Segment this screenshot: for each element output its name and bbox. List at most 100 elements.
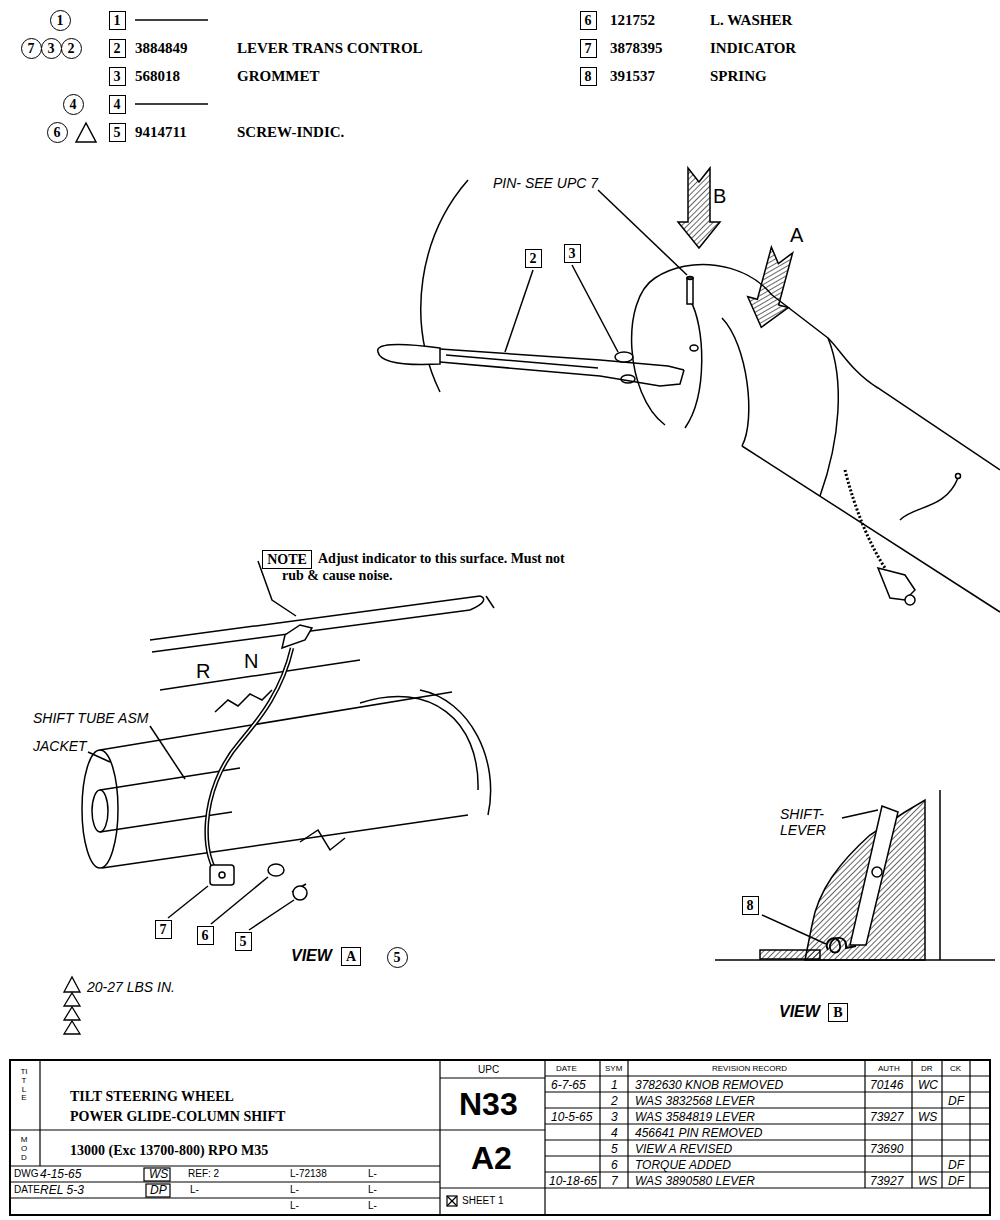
- title-block-text: DWG: [14, 1168, 38, 1180]
- column-heading: REVISION RECORD: [712, 1064, 787, 1074]
- title-block-entry: WAS 3832568 LEVER: [635, 1094, 755, 1108]
- letter-mark: N: [244, 650, 258, 672]
- title-block-frame: [864, 1060, 865, 1188]
- part-list-text: 3878395: [610, 39, 663, 57]
- view-a-drawing: [207, 648, 292, 878]
- title-block-text: L-: [190, 1184, 199, 1196]
- title-block-frame: [627, 1060, 628, 1188]
- callout-number: 5: [114, 125, 121, 140]
- title-block-entry: REL 5-3: [40, 1183, 84, 1197]
- view-a-drawing: [150, 726, 185, 779]
- title-block-entry: 6: [611, 1158, 618, 1172]
- title-block-entry: 5: [611, 1142, 618, 1156]
- view-a-drawing: [82, 561, 494, 930]
- vertical-heading: MOD: [20, 1136, 28, 1162]
- callout-box: 5: [235, 932, 252, 951]
- letter-mark: R: [196, 660, 210, 682]
- part-list-text: 9414711: [135, 123, 187, 141]
- vertical-heading: TITLE: [20, 1068, 28, 1103]
- view-a-drawing: [300, 830, 345, 850]
- steering-column: [572, 265, 618, 352]
- view-a-drawing: [268, 864, 284, 876]
- title-block-entry: 73927: [870, 1174, 903, 1188]
- callout-box: 6: [580, 11, 597, 30]
- callout-circle: 2: [61, 38, 82, 59]
- column-heading: DATE: [556, 1064, 577, 1074]
- steering-column: [900, 478, 958, 520]
- view-arrow: [741, 245, 802, 333]
- callout-number: 6: [202, 928, 209, 943]
- upc-code: N33: [459, 1086, 518, 1122]
- callout-box: 2: [525, 249, 542, 268]
- title-block-entry: 10-18-65: [549, 1174, 597, 1188]
- title-block-frame: [911, 1060, 912, 1188]
- steering-column: [685, 300, 702, 428]
- view-a-drawing: [100, 812, 232, 832]
- view-b-drawing: [850, 806, 898, 945]
- parts-list-marks: [135, 19, 208, 21]
- callout-box: 7: [155, 920, 172, 939]
- view-a-drawing: [207, 648, 292, 878]
- title-block-frame: [440, 1187, 545, 1188]
- part-list-text: 391537: [610, 67, 655, 85]
- view-a-drawing: [210, 865, 234, 885]
- title-block-text: L-: [368, 1168, 377, 1180]
- title-block-frame: [146, 1184, 170, 1197]
- steering-column: [742, 446, 1000, 612]
- callout-number: 1: [114, 13, 121, 28]
- callout-number: 8: [747, 898, 754, 913]
- steering-column: [378, 180, 1000, 612]
- title-block-text: DATE: [14, 1184, 40, 1196]
- title-block-frame: [447, 1196, 457, 1206]
- title-block-entry: DP: [150, 1183, 167, 1197]
- view-label: VIEW: [779, 1002, 820, 1021]
- letter-mark: B: [713, 185, 726, 207]
- view-b-drawing: [827, 938, 856, 953]
- torque-triangles: [64, 1021, 80, 1034]
- view-a-drawing: [160, 660, 360, 690]
- view-a-drawing: [211, 877, 268, 924]
- title-block-text: L-: [290, 1184, 299, 1196]
- title-block-frame: [440, 1129, 545, 1130]
- callout-box: 4: [109, 95, 126, 114]
- view-a-drawing: [470, 596, 484, 610]
- callout-number: 4: [70, 96, 77, 113]
- steering-column: [378, 345, 440, 365]
- title-block-text: SHEET 1: [462, 1195, 504, 1207]
- title-block-entry: DF: [948, 1174, 964, 1188]
- torque-triangles: [64, 977, 80, 992]
- callout-circle: 3: [41, 38, 62, 59]
- steering-column: [446, 355, 598, 368]
- callout-circle: 1: [50, 10, 71, 31]
- callout-box: 3: [564, 244, 581, 263]
- title-block-text: L-72138: [290, 1168, 327, 1180]
- steering-column: [820, 338, 838, 496]
- part-list-text: SCREW-INDIC.: [237, 123, 344, 141]
- part-list-text: GROMMET: [237, 67, 320, 85]
- part-list-text: 121752: [610, 11, 655, 29]
- callout-box: 7: [580, 39, 597, 58]
- torque-triangles: [64, 993, 80, 1006]
- view-b-drawing: [762, 915, 826, 944]
- title-block-entry: 7: [611, 1174, 618, 1188]
- view-arrow: [678, 168, 720, 248]
- callout-box: 5: [109, 123, 126, 142]
- title-block-entry: 4: [611, 1126, 618, 1140]
- title-block-text: L-: [368, 1200, 377, 1212]
- title-block-text: UPC: [478, 1064, 499, 1076]
- part-list-text: 568018: [135, 67, 180, 85]
- callout-number: NOTE: [267, 552, 307, 567]
- title-block-entry: 3782630 KNOB REMOVED: [635, 1078, 783, 1092]
- title-block-frame: [599, 1060, 600, 1188]
- drawing-label: SHIFT TUBE ASM: [33, 710, 148, 726]
- callout-number: 3: [569, 246, 576, 261]
- steering-column: [440, 349, 684, 370]
- callout-number: A: [346, 949, 356, 964]
- title-block-entry: 73690: [870, 1142, 903, 1156]
- view-a-drawing: [219, 872, 225, 878]
- note-text: Adjust indicator to this surface. Must n…: [282, 550, 582, 584]
- callout-number: 7: [585, 41, 592, 56]
- part-list-text: 3884849: [135, 39, 188, 57]
- title-block-frame: [447, 1196, 457, 1206]
